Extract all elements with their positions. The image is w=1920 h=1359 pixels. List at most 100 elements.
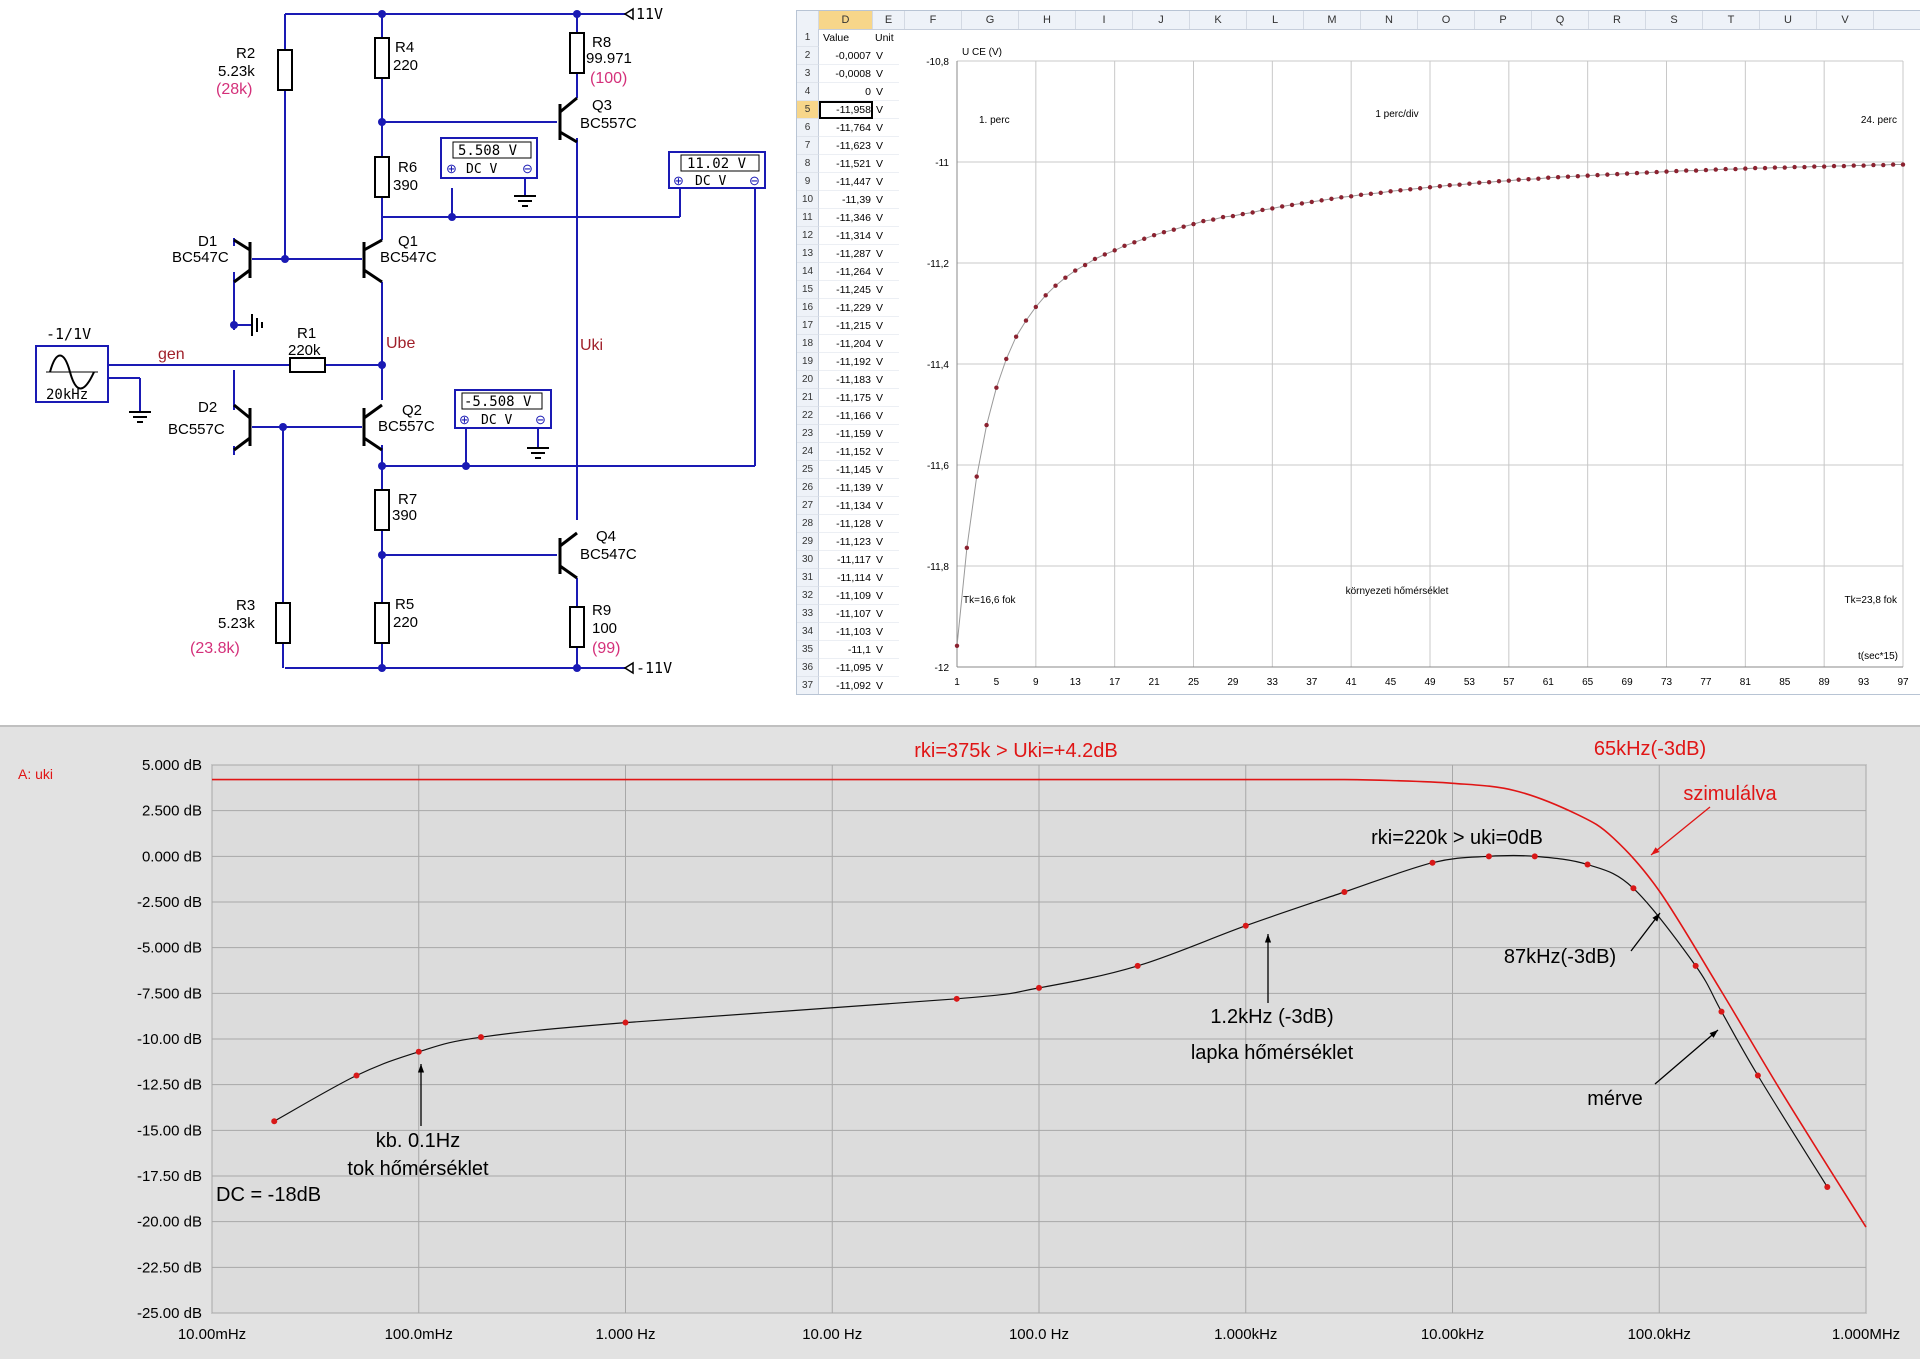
unit-cell[interactable]: V [873, 677, 899, 694]
row-header[interactable]: 11 [797, 209, 819, 227]
unit-cell[interactable]: V [873, 335, 899, 353]
column-header[interactable]: N [1361, 11, 1418, 29]
unit-cell[interactable]: V [873, 227, 899, 245]
unit-cell[interactable]: V [873, 371, 899, 389]
row-header[interactable]: 18 [797, 335, 819, 353]
column-header[interactable]: I [1076, 11, 1133, 29]
value-cell[interactable]: -11,139 [819, 479, 873, 497]
column-header[interactable]: O [1418, 11, 1475, 29]
select-all-corner[interactable] [797, 11, 819, 29]
row-header[interactable]: 15 [797, 281, 819, 299]
row-header[interactable]: 34 [797, 623, 819, 641]
value-cell[interactable]: -0,0007 [819, 47, 873, 65]
row-header[interactable]: 26 [797, 479, 819, 497]
unit-cell[interactable]: V [873, 209, 899, 227]
unit-cell[interactable]: V [873, 497, 899, 515]
value-cell[interactable]: -11,092 [819, 677, 873, 694]
row-header[interactable]: 23 [797, 425, 819, 443]
row-header[interactable]: 36 [797, 659, 819, 677]
row-header[interactable]: 9 [797, 173, 819, 191]
voltmeter-1[interactable]: 5.508 V ⊕ DC V ⊖ [440, 137, 538, 179]
row-header[interactable]: 28 [797, 515, 819, 533]
value-cell[interactable]: -11,114 [819, 569, 873, 587]
value-cell[interactable]: -11,245 [819, 281, 873, 299]
unit-cell[interactable]: V [873, 587, 899, 605]
unit-cell[interactable]: V [873, 47, 899, 65]
value-cell[interactable]: -11,229 [819, 299, 873, 317]
row-header[interactable]: 21 [797, 389, 819, 407]
row-header[interactable]: 16 [797, 299, 819, 317]
value-cell[interactable]: -11,134 [819, 497, 873, 515]
unit-cell[interactable]: V [873, 641, 899, 659]
value-cell[interactable]: -11,128 [819, 515, 873, 533]
value-cell[interactable]: -11,764 [819, 119, 873, 137]
value-cell[interactable]: -0,0008 [819, 65, 873, 83]
row-header[interactable]: 25 [797, 461, 819, 479]
unit-cell[interactable]: V [873, 389, 899, 407]
column-header[interactable]: H [1019, 11, 1076, 29]
value-cell[interactable]: -11,109 [819, 587, 873, 605]
unit-cell[interactable]: V [873, 569, 899, 587]
unit-cell[interactable]: V [873, 479, 899, 497]
column-header[interactable]: J [1133, 11, 1190, 29]
value-cell[interactable]: -11,447 [819, 173, 873, 191]
unit-cell[interactable]: V [873, 245, 899, 263]
value-cell[interactable]: -11,192 [819, 353, 873, 371]
row-header[interactable]: 4 [797, 83, 819, 101]
value-cell[interactable]: -11,264 [819, 263, 873, 281]
row-header[interactable]: 20 [797, 371, 819, 389]
unit-cell[interactable]: V [873, 443, 899, 461]
row-header[interactable]: 29 [797, 533, 819, 551]
unit-cell[interactable]: V [873, 191, 899, 209]
unit-cell[interactable]: V [873, 281, 899, 299]
row-header[interactable]: 1 [797, 29, 819, 47]
row-header[interactable]: 35 [797, 641, 819, 659]
value-cell[interactable]: -11,958 [819, 101, 873, 119]
unit-cell[interactable]: V [873, 515, 899, 533]
value-cell[interactable]: -11,123 [819, 533, 873, 551]
unit-cell[interactable]: V [873, 317, 899, 335]
value-cell[interactable]: -11,107 [819, 605, 873, 623]
voltmeter-2[interactable]: 11.02 V ⊕ DC V ⊖ [668, 151, 766, 189]
column-header[interactable]: L [1247, 11, 1304, 29]
row-header[interactable]: 14 [797, 263, 819, 281]
row-header[interactable]: 6 [797, 119, 819, 137]
unit-cell[interactable]: V [873, 263, 899, 281]
column-header[interactable]: P [1475, 11, 1532, 29]
unit-cell[interactable]: V [873, 623, 899, 641]
unit-cell[interactable]: V [873, 83, 899, 101]
unit-cell[interactable]: V [873, 173, 899, 191]
row-header[interactable]: 2 [797, 47, 819, 65]
unit-cell[interactable]: V [873, 155, 899, 173]
unit-cell[interactable]: V [873, 407, 899, 425]
value-cell[interactable]: -11,39 [819, 191, 873, 209]
value-cell[interactable]: -11,346 [819, 209, 873, 227]
column-header[interactable]: R [1589, 11, 1646, 29]
column-header[interactable]: U [1760, 11, 1817, 29]
column-header[interactable]: D [819, 11, 873, 29]
value-cell[interactable]: 0 [819, 83, 873, 101]
unit-cell[interactable]: V [873, 353, 899, 371]
column-header[interactable]: E [873, 11, 905, 29]
row-header[interactable]: 33 [797, 605, 819, 623]
row-header[interactable]: 22 [797, 407, 819, 425]
unit-cell[interactable]: V [873, 605, 899, 623]
column-header[interactable]: K [1190, 11, 1247, 29]
value-cell[interactable]: -11,175 [819, 389, 873, 407]
column-header[interactable]: S [1646, 11, 1703, 29]
value-cell[interactable]: -11,159 [819, 425, 873, 443]
column-header[interactable]: Q [1532, 11, 1589, 29]
value-cell[interactable]: -11,215 [819, 317, 873, 335]
unit-cell[interactable]: V [873, 533, 899, 551]
row-header[interactable]: 37 [797, 677, 819, 694]
unit-cell[interactable]: V [873, 659, 899, 677]
unit-cell[interactable]: V [873, 425, 899, 443]
value-cell[interactable]: -11,166 [819, 407, 873, 425]
row-header[interactable]: 30 [797, 551, 819, 569]
row-header[interactable]: 12 [797, 227, 819, 245]
column-header[interactable]: F [905, 11, 962, 29]
value-cell[interactable]: -11,103 [819, 623, 873, 641]
value-cell[interactable]: -11,314 [819, 227, 873, 245]
row-header[interactable]: 19 [797, 353, 819, 371]
value-cell[interactable]: -11,095 [819, 659, 873, 677]
